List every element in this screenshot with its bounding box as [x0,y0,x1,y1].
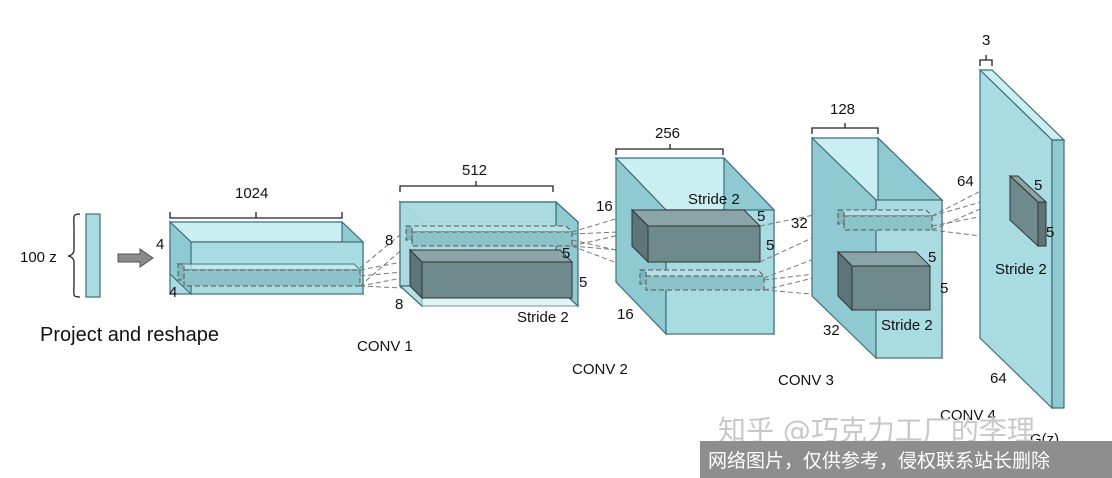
block-3-output: 3 64 64 5 5 Stride 2 CONV 4 G(z) [940,32,1066,448]
height-label-64-top: 64 [957,173,974,190]
height-label-32-top: 32 [791,215,808,232]
stage-name-conv4: CONV 4 [940,407,996,424]
block-256: 256 16 16 5 5 Stride 2 CONV 2 [572,125,776,378]
height-label-32-bottom: 32 [823,322,840,339]
stride-label-1: Stride 2 [517,309,569,326]
stage-name-conv1: CONV 1 [357,338,413,355]
kernel-label-5c: 5 [757,208,765,225]
input-vector: 100 z Project and reshape [20,213,219,346]
brace-3 [979,59,993,66]
depth-label-512: 512 [462,162,487,179]
height-label-8-top: 8 [385,232,393,249]
kernel-label-5f: 5 [940,280,948,297]
kernel-label-5a: 5 [562,245,570,262]
depth-label-128: 128 [830,101,855,118]
height-label-16-bottom: 16 [617,306,634,323]
depth-label-1024: 1024 [235,185,268,202]
height-label-4-top: 4 [156,236,164,253]
project-reshape-caption: Project and reshape [40,324,219,346]
brace-512 [399,185,554,192]
stage-name-conv3: CONV 3 [778,372,834,389]
kernel-label-5b: 5 [579,274,587,291]
stride-label-4: Stride 2 [995,261,1047,278]
brace-128 [811,127,879,134]
block-128: 128 32 32 5 5 Stride 2 CONV 3 [778,101,948,389]
height-label-4-bottom: 4 [169,284,177,301]
kernel-label-5h: 5 [1046,224,1054,241]
input-brace [67,213,81,298]
watermark-notice: 网络图片，仅供参考，侵权联系站长删除 [708,450,1050,472]
stage-name-conv2: CONV 2 [572,361,628,378]
block-512: 512 8 8 5 5 Stride 2 CONV 1 [357,162,587,355]
kernel-label-5e: 5 [928,249,936,266]
stride-label-2: Stride 2 [688,191,740,208]
depth-label-3: 3 [982,32,990,49]
kernel-label-5g: 5 [1034,177,1042,194]
height-label-8-bottom: 8 [395,296,403,313]
depth-label-256: 256 [655,125,680,142]
height-label-64-bottom: 64 [990,370,1007,387]
brace-256 [615,148,724,155]
kernel-label-5d: 5 [766,237,774,254]
height-label-16-top: 16 [596,198,613,215]
stride-label-3: Stride 2 [881,317,933,334]
watermark: 知乎 @巧克力工厂的李理 网络图片，仅供参考，侵权联系站长删除 [700,414,1112,478]
block-1024: 1024 4 4 [156,185,365,301]
watermark-bar [700,441,1112,478]
input-label: 100 z [20,249,57,266]
arrow-icon [117,248,154,268]
input-bar [85,213,101,298]
